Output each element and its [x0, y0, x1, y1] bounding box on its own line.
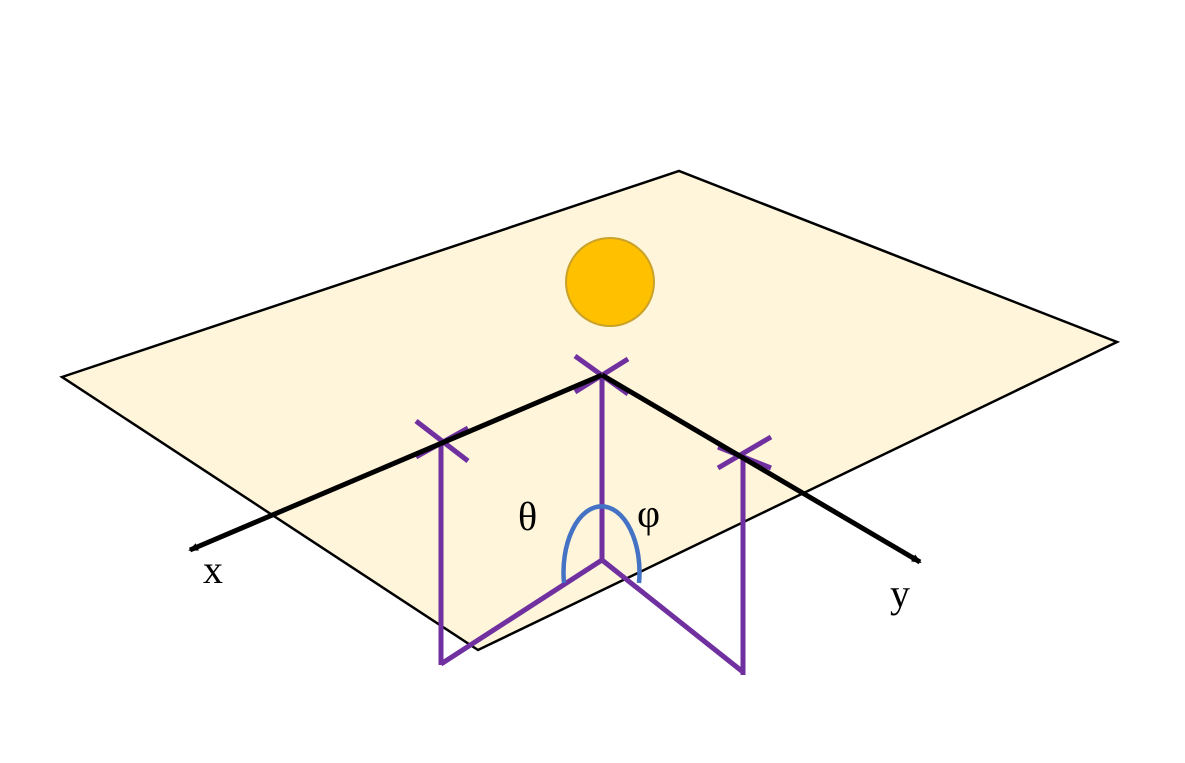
phi-label: φ: [637, 491, 660, 536]
theta-label: θ: [518, 494, 537, 539]
x-axis-arrow: [188, 372, 603, 553]
right-base-line: [600, 558, 745, 674]
ground-plane: [59, 169, 1121, 652]
projection-frame: [414, 353, 773, 675]
left-base-line: [439, 557, 604, 667]
right-cross-mark: [716, 434, 773, 471]
sun-icon: [565, 237, 655, 327]
y-axis-arrow: [600, 372, 922, 565]
y-axis-label: y: [890, 571, 910, 616]
x-axis-label: x: [203, 547, 223, 592]
angle-arc: [561, 504, 642, 584]
